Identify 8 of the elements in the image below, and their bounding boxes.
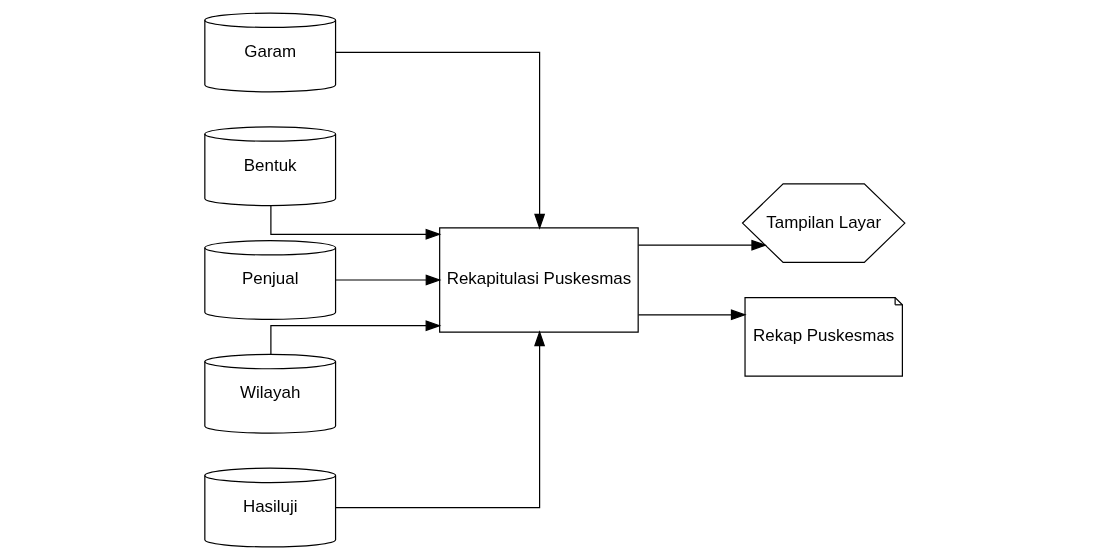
arrow [637,309,747,321]
arrow [269,320,441,355]
node-box: Rekapitulasi Puskesmas [438,227,639,333]
arrow [269,205,441,240]
arrow [334,51,545,230]
arrow [637,239,767,251]
arrow [334,274,441,286]
arrow [334,330,545,509]
